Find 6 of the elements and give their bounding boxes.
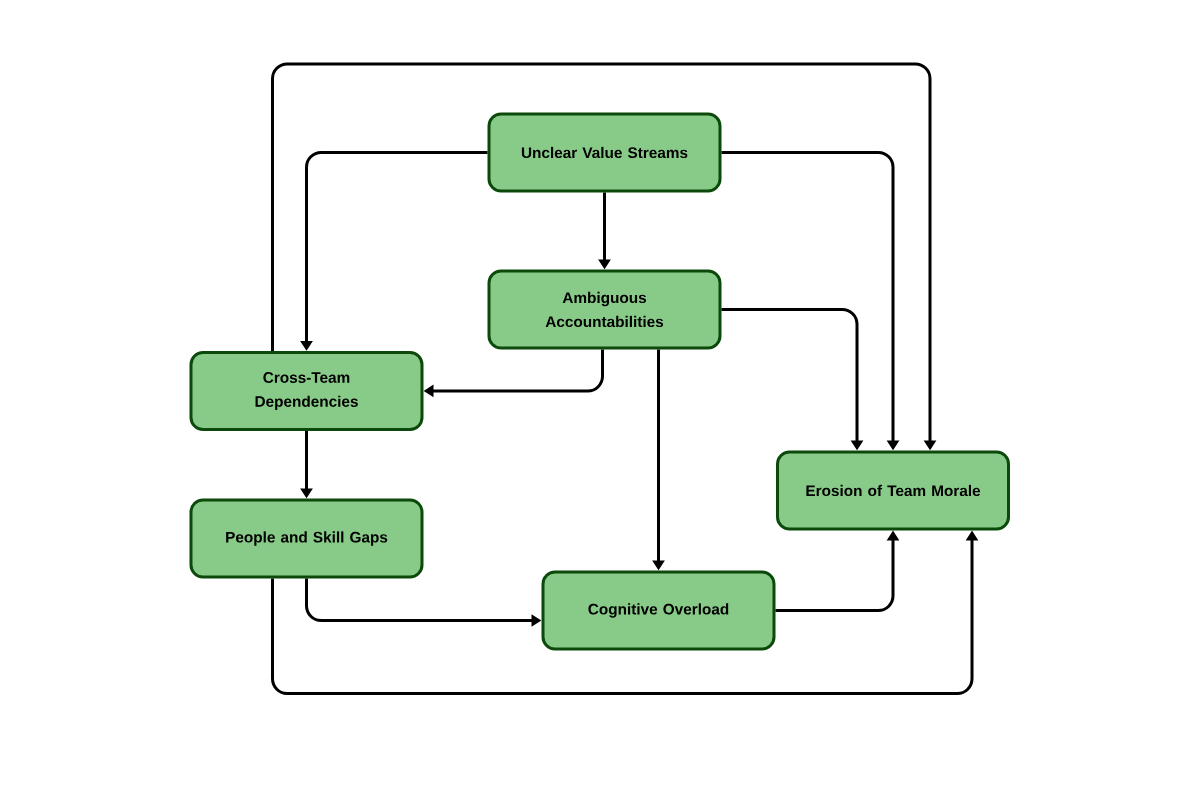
process-box: Cognitive Overload <box>541 570 776 651</box>
process-box: Unclear Value Streams <box>487 112 722 193</box>
process-box: Ambiguous Accountabilities <box>487 269 722 350</box>
process-box: Erosion of Team Morale <box>776 450 1010 531</box>
process-box: Cross-Team Dependencies <box>189 351 424 431</box>
process-box: People and Skill Gaps <box>189 498 424 579</box>
